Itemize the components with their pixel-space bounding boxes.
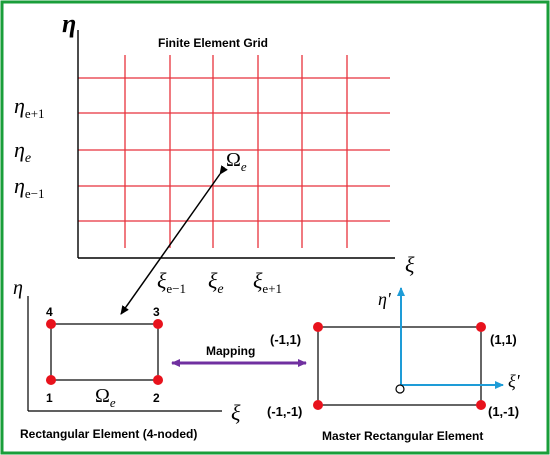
row-label-e-plus-1: ηe+1 [14,93,45,121]
node-label-1: 1 [46,391,53,405]
element-omega-label: Ωe [95,385,116,410]
col-label-e-plus-1: ξe+1 [253,268,282,296]
element-x-axis-label: ξ [231,400,241,425]
element-caption: Rectangular Element (4-noded) [20,427,197,441]
element-rectangle [50,323,159,381]
master-origin [395,384,405,394]
master-node-top-left [313,322,323,332]
master-caption: Master Rectangular Element [322,429,483,443]
master-eta-label: η' [378,289,392,309]
grid-element-label: Ωe [226,149,247,174]
master-xi-label: ξ' [508,371,521,391]
corner-label-bottom-right: (1,-1) [488,404,519,419]
grid-title: Finite Element Grid [158,36,268,50]
mapping-connector: Mapping [171,344,307,367]
node-1 [46,375,56,385]
rect-element-panel: η ξ 1 2 3 4 Ωe Rectangular Element (4-no… [13,277,241,441]
row-label-e-minus-1: ηe−1 [14,173,45,201]
row-label-e: ηe [14,137,31,166]
node-3 [153,319,163,329]
element-y-axis-label: η [13,277,23,299]
node-4 [46,319,56,329]
node-label-3: 3 [153,305,160,319]
master-rectangle [317,326,482,406]
master-node-top-right [476,322,486,332]
node-2 [153,375,163,385]
mapping-label: Mapping [206,344,255,358]
grid-x-axis-label: ξ [405,252,415,277]
node-label-4: 4 [46,305,53,319]
master-element-panel: η' ξ' (-1,1) (1,1) (-1,-1) (1,-1) Master… [267,287,521,443]
grid-to-element-arrow [120,165,228,315]
grid-y-axis-label: η [62,9,76,38]
node-label-2: 2 [153,391,160,405]
corner-label-top-left: (-1,1) [270,332,301,347]
master-node-bottom-right [476,400,486,410]
corner-label-top-right: (1,1) [490,332,517,347]
corner-label-bottom-left: (-1,-1) [267,404,302,419]
master-node-bottom-left [313,400,323,410]
